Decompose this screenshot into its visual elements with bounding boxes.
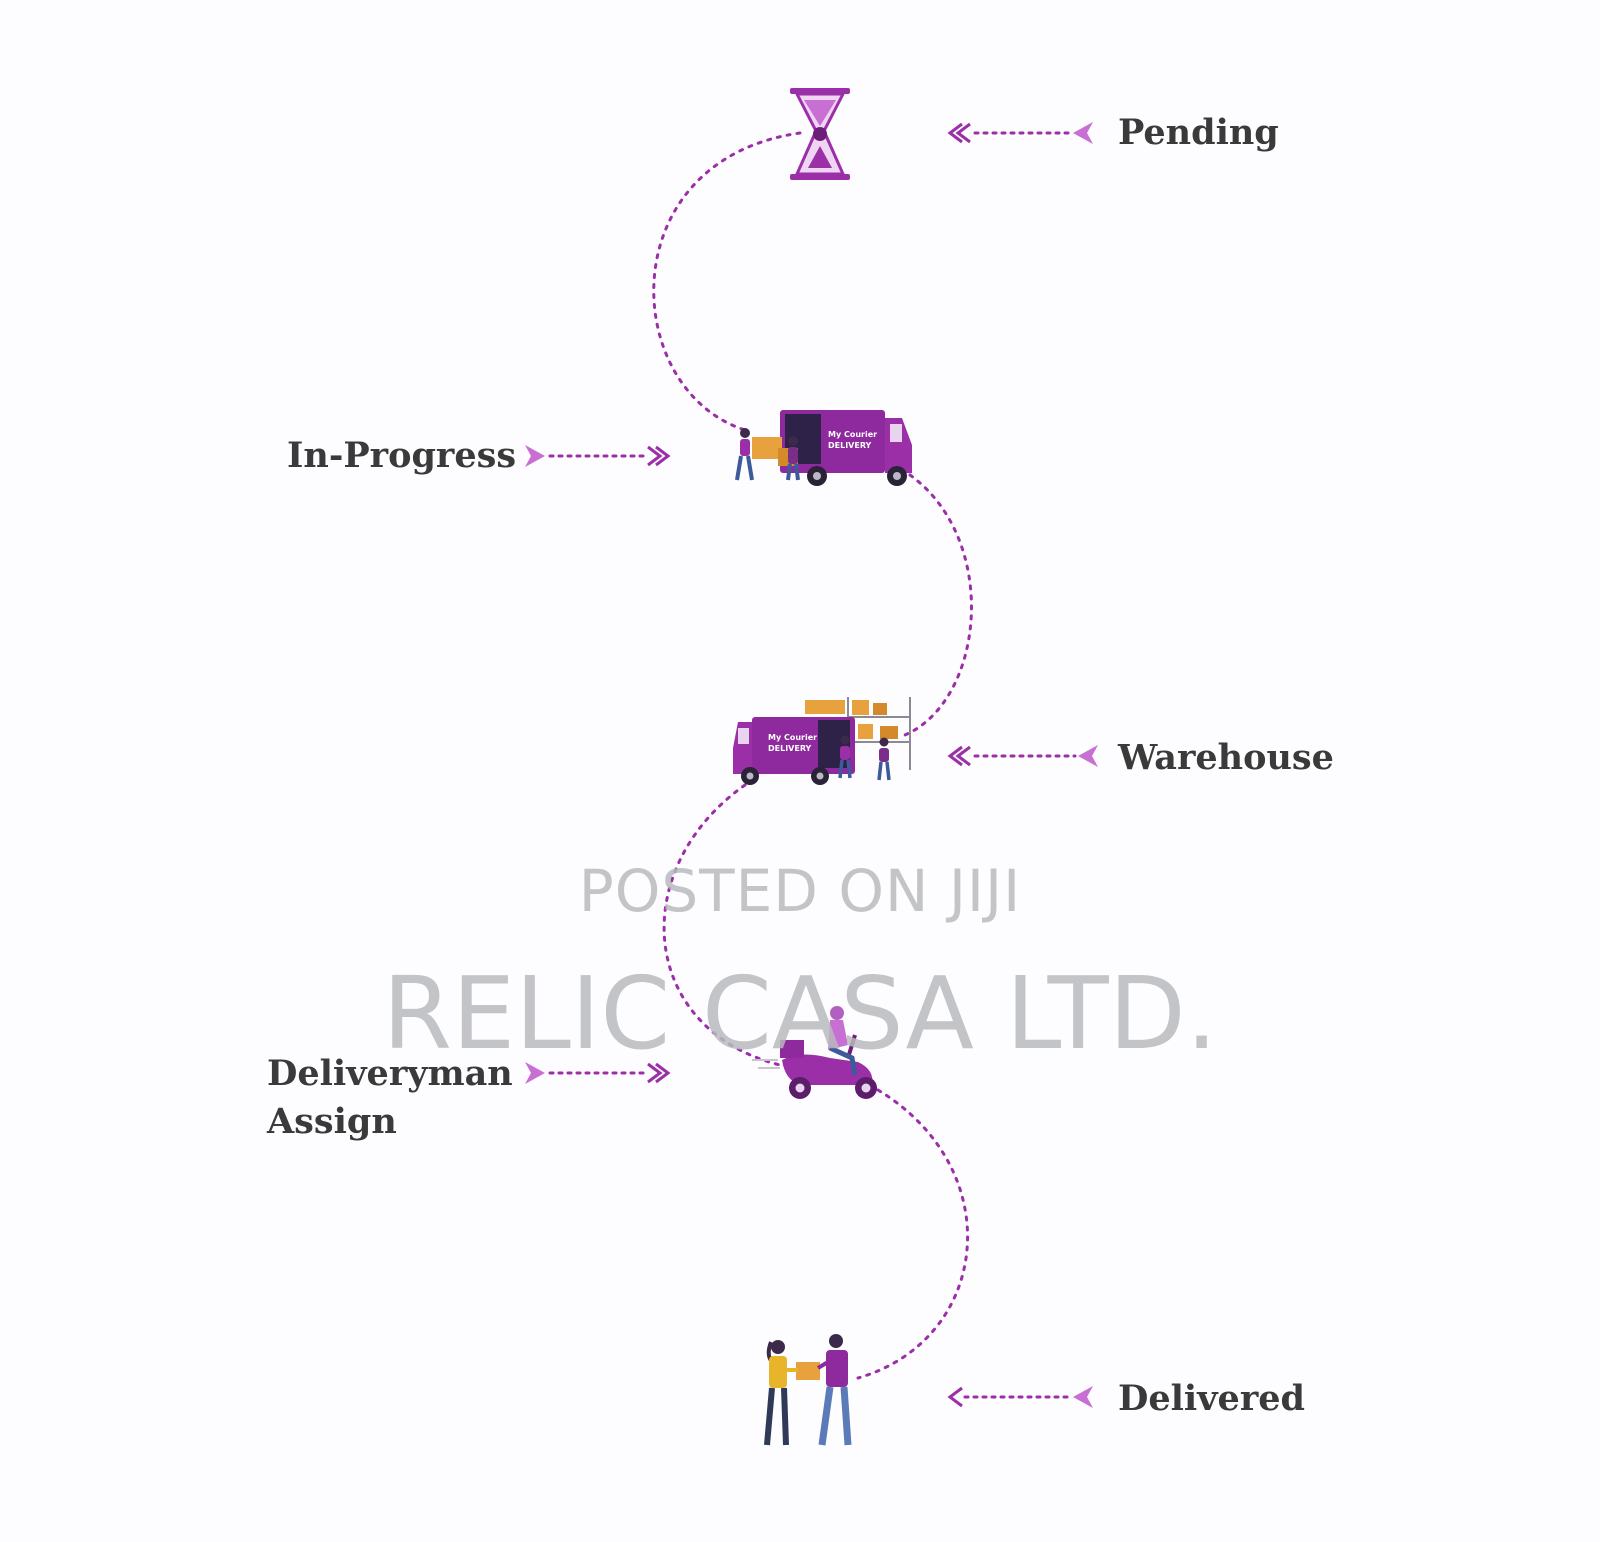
watermark-line1: POSTED ON JIJI <box>579 857 1022 925</box>
stage-label-delivered: Delivered <box>1118 1378 1305 1419</box>
svg-text:DELIVERY: DELIVERY <box>768 744 812 753</box>
scooter-rider-icon <box>752 1006 877 1099</box>
stage-pending: Pending <box>790 88 1279 180</box>
stage-warehouse: My Courier DELIVERY Warehouse <box>733 697 1334 785</box>
stage-label-pending: Pending <box>1118 112 1279 153</box>
delivery-truck-icon: My Courier DELIVERY <box>735 410 912 486</box>
stage-label-deliveryman-assign: Deliveryman <box>267 1053 513 1094</box>
arrow-left-delivered <box>947 1386 1093 1408</box>
stage-deliveryman-assign: Deliveryman Assign <box>266 1006 877 1142</box>
stage-label-warehouse: Warehouse <box>1117 737 1334 778</box>
stage-label-in-progress: In-Progress <box>287 435 516 476</box>
watermark-line2: RELIC CASA LTD. <box>382 955 1217 1072</box>
stage-in-progress: In-Progress My Courier DELIVERY <box>287 410 912 486</box>
hourglass-icon <box>790 88 850 180</box>
arrow-left-pending <box>947 122 1093 144</box>
warehouse-truck-icon: My Courier DELIVERY <box>733 697 911 785</box>
arrow-right-deliveryman-assign <box>525 1062 671 1084</box>
flow-path <box>652 131 973 1380</box>
watermark: POSTED ON JIJI RELIC CASA LTD. <box>382 857 1217 1072</box>
arrow-right-in-progress <box>525 445 671 467</box>
package-handover-icon <box>764 1334 852 1446</box>
svg-text:My Courier: My Courier <box>768 733 817 742</box>
stage-label-deliveryman-assign-line2: Assign <box>266 1101 397 1142</box>
arrow-left-warehouse <box>947 745 1098 767</box>
svg-text:DELIVERY: DELIVERY <box>828 441 872 450</box>
svg-text:My Courier: My Courier <box>828 430 877 439</box>
stage-delivered: Delivered <box>764 1334 1305 1446</box>
